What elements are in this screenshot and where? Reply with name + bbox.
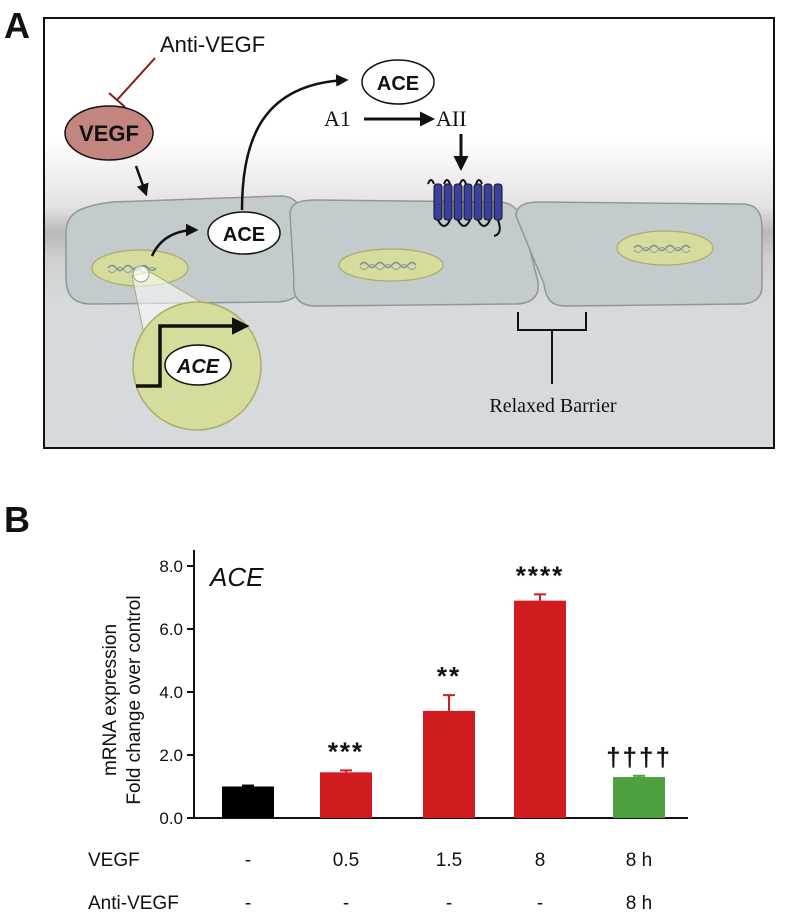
- bars: *********††††: [222, 560, 672, 818]
- bar: [423, 710, 475, 818]
- y-tick-label: 4.0: [159, 683, 183, 702]
- condition-table: - 0.5 1.5 8 8 h - - - - 8 h: [245, 850, 652, 914]
- ace-gene-oval: [164, 344, 232, 386]
- condition-value: -: [245, 850, 251, 871]
- ace-cell-oval: [207, 211, 281, 255]
- vegf-to-cell-arrow: [134, 165, 149, 197]
- ace-secretion-arrow: [240, 74, 349, 211]
- vegf-row-label: VEGF: [88, 850, 140, 871]
- ace-secreted-label: ACE: [377, 73, 419, 95]
- condition-value: 1.5: [436, 850, 462, 871]
- ace-secreted-oval: [361, 59, 435, 105]
- y-axis-label: mRNA expression Fold change over control: [100, 595, 145, 804]
- anti-vegf-row-label: Anti-VEGF: [88, 893, 179, 914]
- bar: [514, 600, 566, 818]
- ace-gene-label: ACE: [176, 356, 220, 378]
- condition-value: -: [537, 893, 543, 914]
- nucleus-right: [616, 230, 714, 266]
- y-axis-label-line1: mRNA expression: [100, 624, 121, 776]
- condition-value: -: [245, 893, 251, 914]
- a2-label: AII: [436, 106, 467, 131]
- anti-vegf-label: Anti-VEGF: [160, 32, 265, 57]
- significance-label: ***: [328, 736, 364, 766]
- zoom-source-circle: [132, 265, 150, 283]
- significance-label: **: [437, 661, 461, 691]
- vegf-label: VEGF: [79, 121, 139, 146]
- condition-value: -: [343, 893, 349, 914]
- panel-a: A ACE Anti-VEGF: [4, 5, 775, 449]
- vegf-oval: [64, 105, 154, 161]
- bar: [222, 786, 274, 818]
- y-tick-label: 6.0: [159, 620, 183, 639]
- relaxed-barrier-label: Relaxed Barrier: [489, 395, 616, 417]
- y-tick-label: 2.0: [159, 746, 183, 765]
- significance-label: ††††: [606, 742, 672, 772]
- inhibition-line: [116, 57, 156, 101]
- nucleus-middle: [338, 248, 444, 282]
- ace-cell-label: ACE: [223, 224, 265, 246]
- receptor-icon: [427, 179, 503, 237]
- y-axis-label-line2: Fold change over control: [124, 595, 145, 804]
- condition-value: 8: [535, 850, 546, 871]
- nucleus-to-ace-arrow: [150, 223, 199, 257]
- condition-value: 8 h: [626, 893, 652, 914]
- y-tick-label: 0.0: [159, 809, 183, 828]
- chart-title: ACE: [208, 562, 264, 592]
- panel-b-label: B: [4, 499, 30, 540]
- condition-value: 0.5: [333, 850, 359, 871]
- significance-label: ****: [516, 560, 564, 590]
- inhibition-bar: [108, 92, 126, 108]
- panel-a-label: A: [4, 5, 30, 46]
- condition-value: 8 h: [626, 850, 652, 871]
- y-ticks: 0.0 2.0 4.0 6.0 8.0: [159, 557, 194, 828]
- bar: [320, 772, 372, 818]
- transcription-arrow: [136, 317, 250, 388]
- panel-b: B ACE mRNA expression Fold change over c…: [4, 499, 688, 914]
- bar: [613, 777, 665, 818]
- a1-label: A1: [324, 106, 351, 131]
- condition-value: -: [446, 893, 452, 914]
- y-tick-label: 8.0: [159, 557, 183, 576]
